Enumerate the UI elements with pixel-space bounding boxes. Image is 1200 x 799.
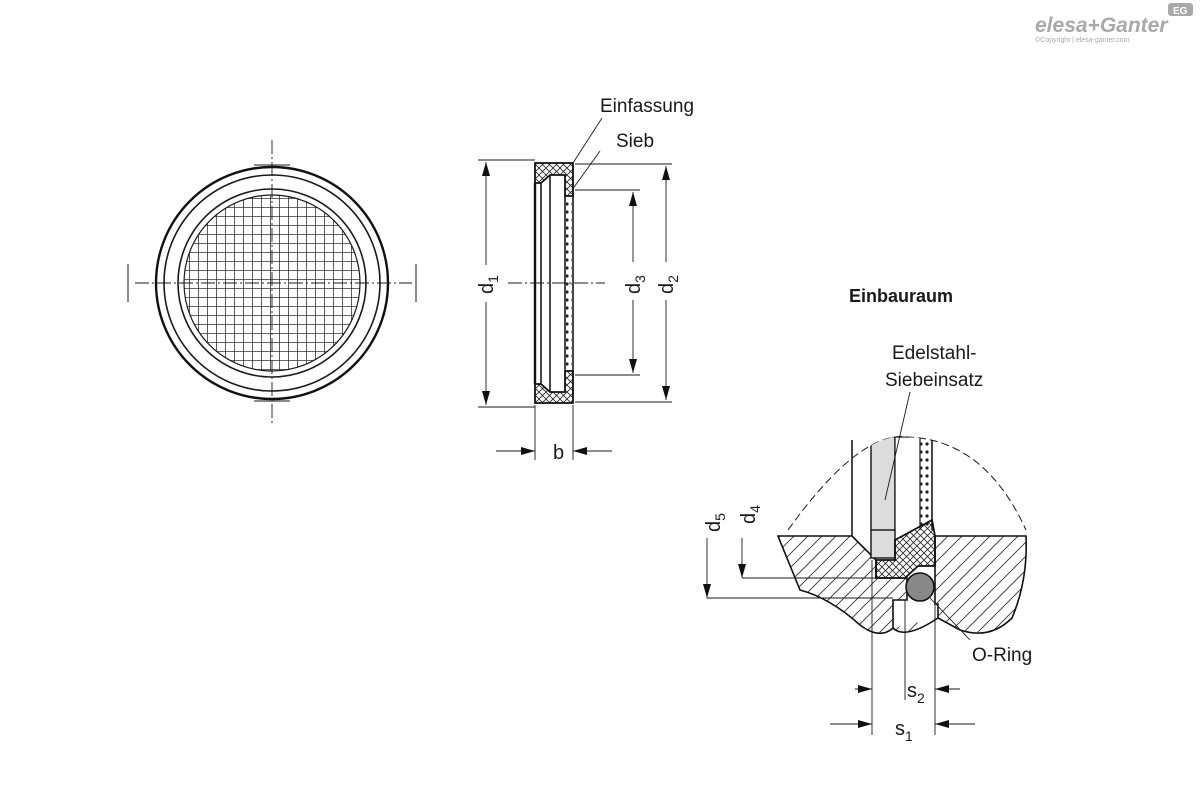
dim-d5: d5	[703, 513, 728, 532]
dim-d4: d4	[738, 505, 763, 524]
label-einbauraum: Einbauraum	[849, 286, 953, 306]
label-insert-line1: Edelstahl-	[892, 343, 977, 364]
label-sieb: Sieb	[616, 131, 654, 152]
brand-badge: EG	[1173, 6, 1188, 17]
label-oring: O-Ring	[972, 645, 1032, 666]
brand-logo: elesa+Ganter EG ©Copyright | elesa-gante…	[1035, 3, 1193, 44]
dim-d3: d3	[623, 275, 648, 294]
svg-text:d3: d3	[623, 275, 648, 294]
side-section-view	[478, 117, 672, 460]
dim-d1: d1	[476, 275, 501, 294]
front-view	[127, 140, 417, 425]
label-insert-line2: Siebeinsatz	[885, 370, 983, 391]
dim-s1: s1	[895, 718, 913, 744]
dim-d2: d2	[656, 275, 681, 294]
dim-b: b	[553, 442, 564, 464]
svg-text:d5: d5	[703, 513, 728, 532]
installation-detail	[703, 391, 1028, 735]
dim-s2: s2	[907, 680, 925, 706]
svg-text:d1: d1	[476, 275, 501, 294]
svg-text:d4: d4	[738, 505, 763, 524]
label-einfassung: Einfassung	[600, 96, 694, 117]
brand-copyright: ©Copyright | elesa-ganter.com	[1035, 36, 1130, 44]
svg-text:d2: d2	[656, 275, 681, 294]
brand-name: elesa+Ganter	[1035, 14, 1169, 37]
